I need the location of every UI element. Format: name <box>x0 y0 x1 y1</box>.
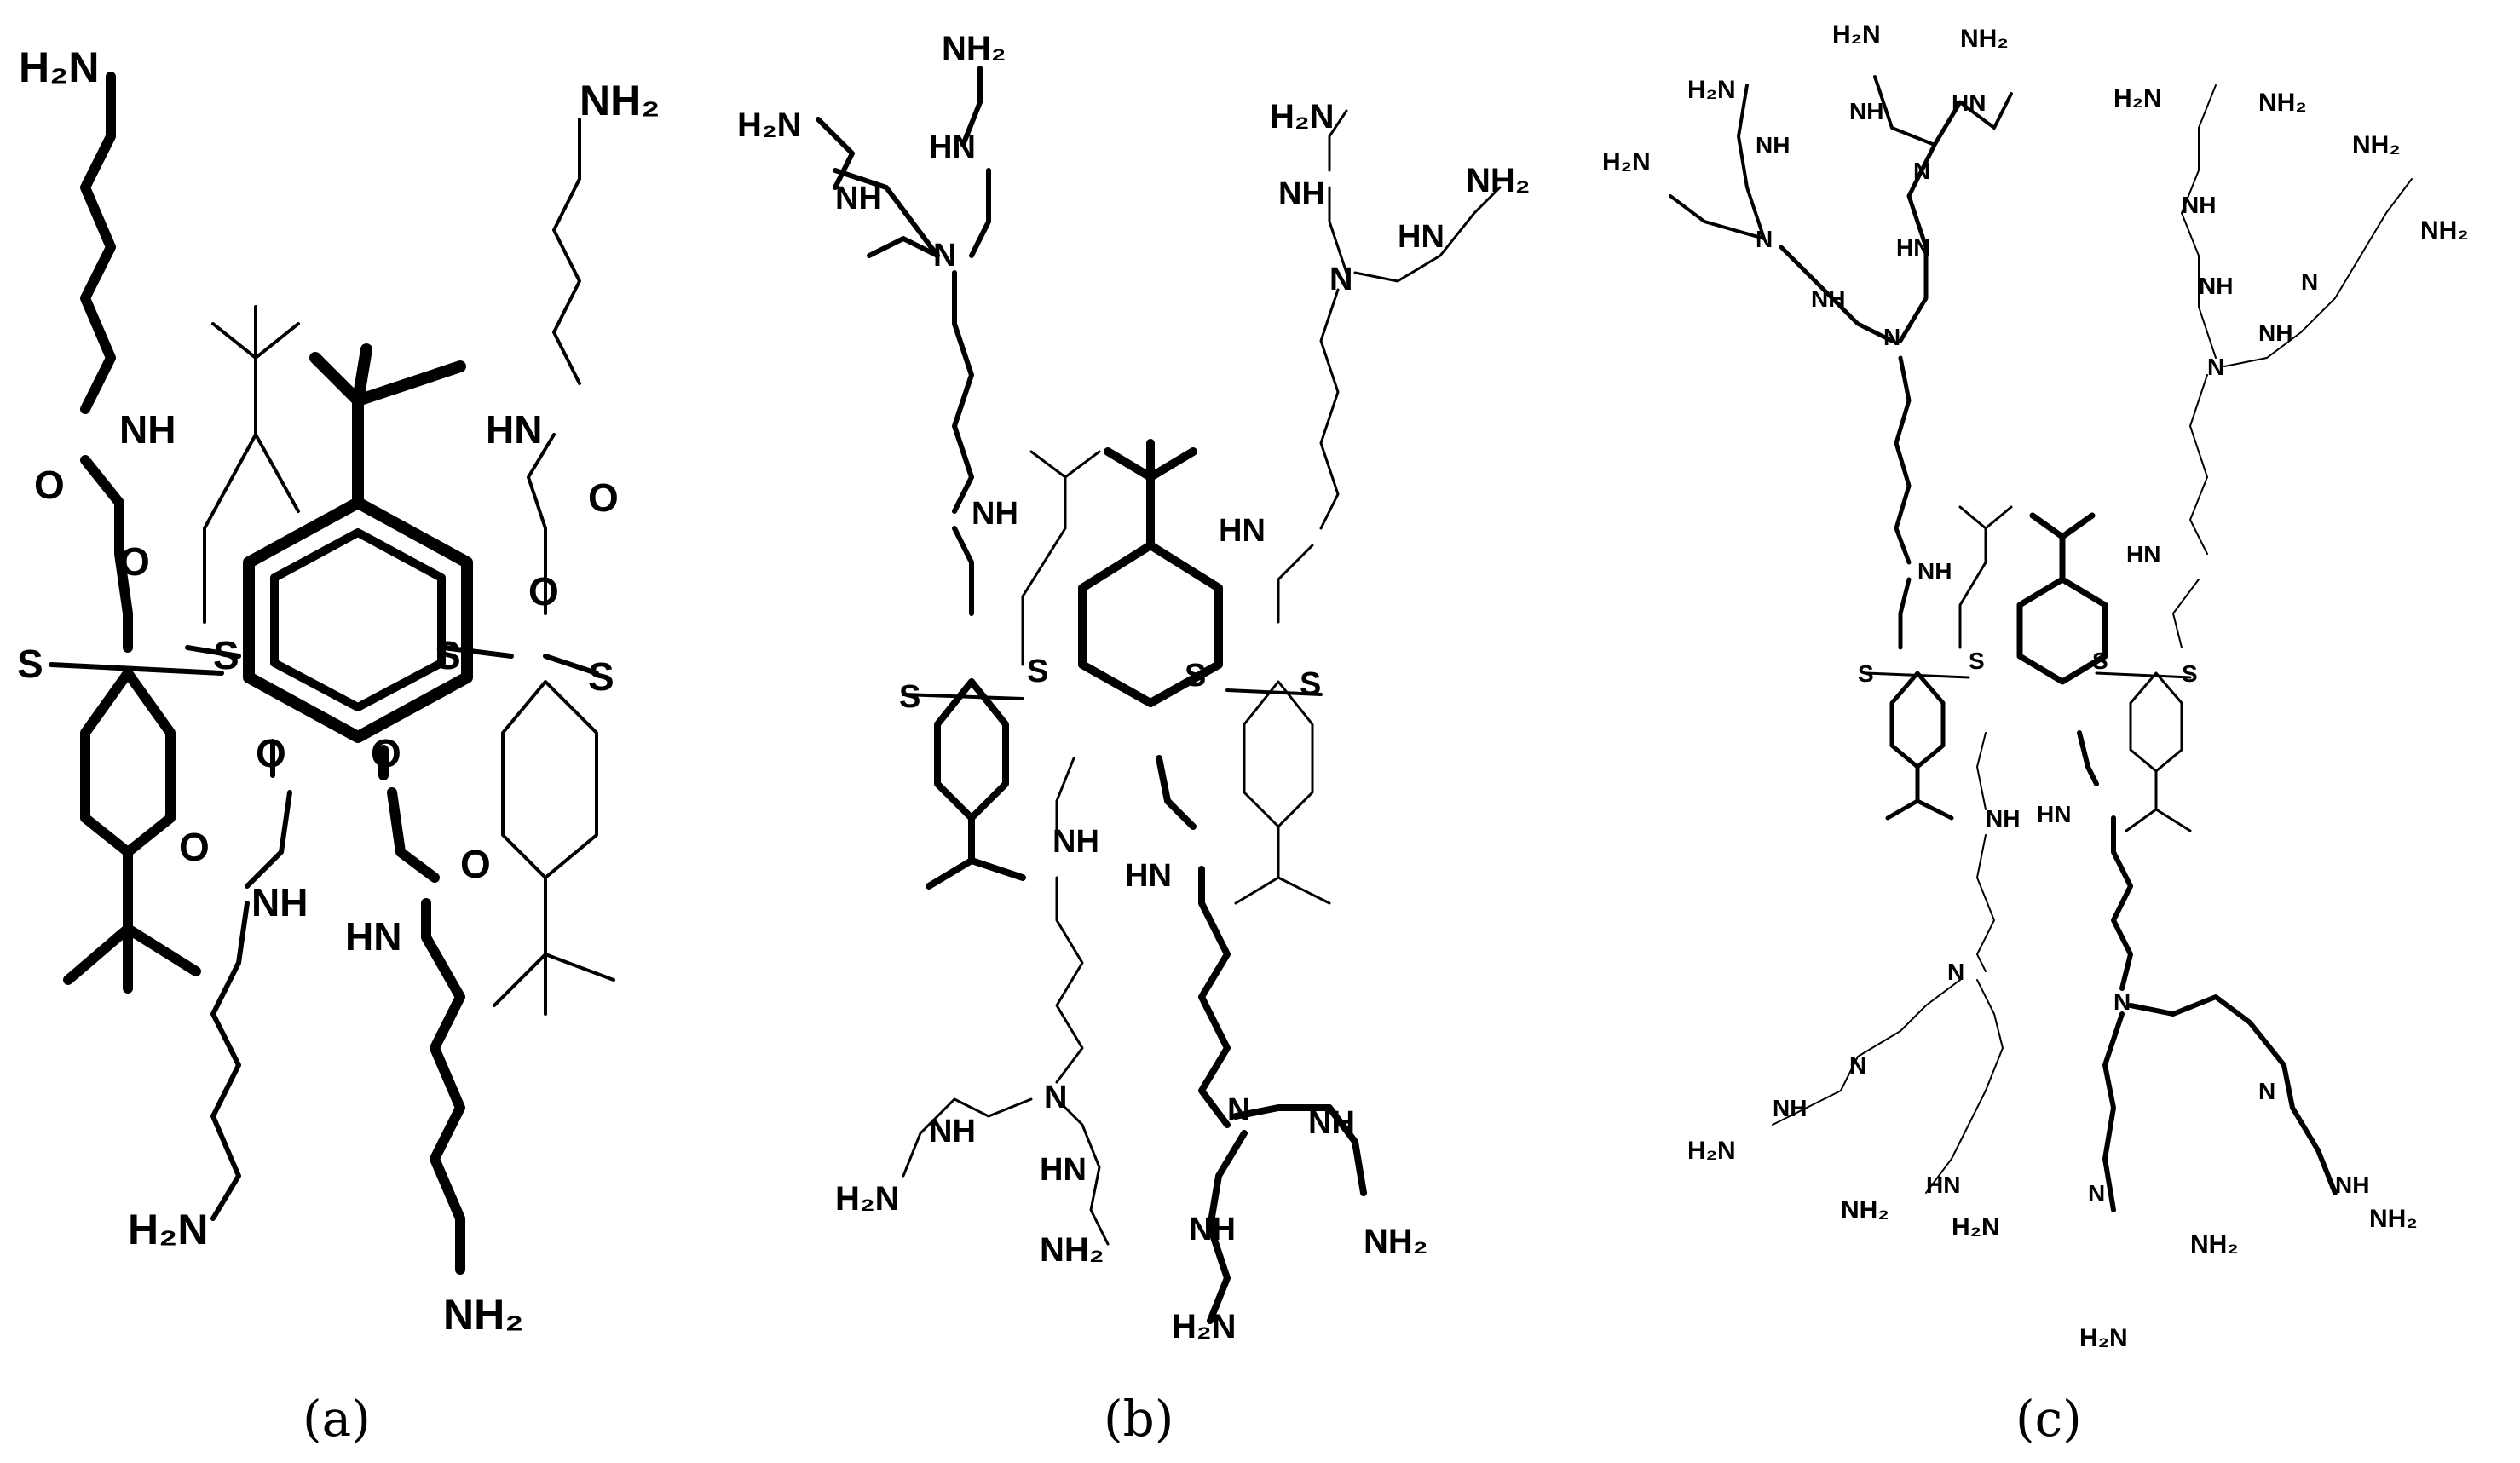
ether-o-a4: O <box>371 731 401 775</box>
amide-nh-b4: NH <box>1052 824 1099 860</box>
amine-c9: H₂N <box>1687 1137 1736 1165</box>
sulfur-b2: S <box>1027 654 1048 689</box>
panel-label-c: (c) <box>2015 1390 2082 1448</box>
amide-nh-b2: NH <box>1278 176 1325 212</box>
amide-hn-b2: HN <box>1398 219 1445 255</box>
amine-top-right: NH₂ <box>580 77 660 124</box>
tertiary-n-c9: N <box>2258 1078 2275 1104</box>
amide-nh-c5: NH <box>2199 273 2233 299</box>
amide-hn-b3: HN <box>1219 513 1266 549</box>
amine-b4: NH₂ <box>1466 162 1531 199</box>
amine-b6: NH₂ <box>1040 1231 1104 1269</box>
carbonyl-o-a2: O <box>588 475 619 520</box>
ether-o-a2: O <box>528 569 559 613</box>
tertiary-n-c3: N <box>1883 324 1900 350</box>
amine-c14: H₂N <box>2079 1324 2128 1352</box>
amine-bottom-left: H₂N <box>128 1206 208 1253</box>
tertiary-n-c6: N <box>1947 959 1964 985</box>
panel-label-b: (b) <box>1104 1390 1174 1448</box>
amide-nh-b5: NH <box>929 1114 976 1149</box>
amide-nh-a2: NH <box>251 880 308 924</box>
panel-c-structure: H₂N NH₂ H₂N H₂N H₂N NH₂ NH₂ NH₂ NH NH HN… <box>1602 20 2469 1448</box>
amine-c13: NH₂ <box>2369 1205 2418 1233</box>
tertiary-n-c2: N <box>1756 226 1773 252</box>
sulfur-a1: S <box>17 642 43 686</box>
tertiary-n-b2: N <box>1329 262 1352 297</box>
amine-c10: NH₂ <box>1841 1196 1889 1224</box>
amine-b2: H₂N <box>737 107 802 144</box>
amide-nh-c2: NH <box>1849 98 1883 124</box>
amide-nh-b6: NH <box>1308 1105 1355 1141</box>
amide-nh-c4: NH <box>2182 192 2216 218</box>
amide-hn-a2: HN <box>345 914 401 959</box>
amide-nh-b3: NH <box>972 496 1018 532</box>
amine-c6: NH₂ <box>2258 89 2307 117</box>
amide-nh-b1: NH <box>835 181 882 216</box>
sulfur-c3: S <box>2092 648 2108 674</box>
amine-bottom-right: NH₂ <box>443 1291 523 1339</box>
amide-hn-b4: HN <box>1125 858 1172 894</box>
panel-b-structure: NH₂ H₂N H₂N NH₂ HN NH NH HN N N NH HN S … <box>737 30 1531 1448</box>
tertiary-n-b1: N <box>933 238 956 274</box>
tertiary-n-b4: N <box>1227 1092 1250 1128</box>
tertiary-n-c8: N <box>1849 1052 1866 1079</box>
amine-b1: NH₂ <box>942 30 1006 67</box>
panel-a-structure: H₂N NH₂ NH HN O O O O S S S S O O O O NH… <box>17 43 660 1448</box>
amide-hn-b1: HN <box>929 130 976 165</box>
amide-hn-c3: HN <box>2126 541 2160 567</box>
carbonyl-o-a3: O <box>179 825 210 869</box>
amine-top-left: H₂N <box>19 43 99 91</box>
amide-hn-c5: HN <box>1926 1172 1960 1198</box>
amine-b7: NH₂ <box>1364 1223 1428 1260</box>
sulfur-a4: S <box>588 654 614 699</box>
amine-b3: H₂N <box>1270 98 1335 135</box>
amine-b5: H₂N <box>835 1180 900 1218</box>
tertiary-n-c10: N <box>2088 1180 2105 1207</box>
amide-hn-c4: HN <box>2037 801 2071 827</box>
sulfur-b4: S <box>1300 666 1321 702</box>
tertiary-n-c4: N <box>2301 268 2318 295</box>
ether-o-a3: O <box>256 731 286 775</box>
ether-o-a1: O <box>119 539 150 584</box>
amine-b8: H₂N <box>1172 1308 1237 1345</box>
amide-nh-b7: NH <box>1189 1212 1236 1247</box>
amide-hn-c1: HN <box>1952 89 1986 116</box>
carbonyl-o-a4: O <box>460 842 491 886</box>
amide-hn-c2: HN <box>1896 234 1930 261</box>
tertiary-n-b3: N <box>1044 1080 1067 1115</box>
amide-nh-c8: NH <box>1986 805 2020 832</box>
panel-label-a: (a) <box>303 1390 371 1448</box>
amine-c1: H₂N <box>1832 20 1881 49</box>
amine-c8: NH₂ <box>2420 216 2469 245</box>
sulfur-a3: S <box>435 633 461 677</box>
amine-c3: H₂N <box>1687 76 1736 104</box>
amine-c11: H₂N <box>1952 1213 2000 1241</box>
amine-c4: H₂N <box>1602 148 1651 176</box>
amine-c5: H₂N <box>2113 84 2162 112</box>
tertiary-n-c1: N <box>1913 158 1930 184</box>
tertiary-n-c5: N <box>2207 354 2224 380</box>
amine-c12: NH₂ <box>2190 1230 2239 1259</box>
tertiary-n-c7: N <box>2113 988 2131 1015</box>
amide-nh-c7: NH <box>1917 558 1952 585</box>
sulfur-c4: S <box>2182 660 2198 687</box>
amide-nh-c10: NH <box>2335 1172 2369 1198</box>
amine-c2: NH₂ <box>1960 25 2009 53</box>
sulfur-c1: S <box>1858 660 1874 687</box>
amide-hn-b5: HN <box>1040 1152 1087 1188</box>
amide-nh-c1: NH <box>1756 132 1790 158</box>
amide-nh-c3: NH <box>1811 285 1845 312</box>
sulfur-b3: S <box>1185 658 1206 694</box>
amide-hn-a1: HN <box>486 407 542 452</box>
amine-c7: NH₂ <box>2352 131 2401 159</box>
amide-nh-c9: NH <box>1773 1095 1807 1121</box>
amide-nh-c6: NH <box>2258 320 2292 346</box>
sulfur-c2: S <box>1969 648 1985 674</box>
amide-nh-a1: NH <box>119 407 176 452</box>
carbonyl-o-a1: O <box>34 463 65 507</box>
sulfur-b1: S <box>899 679 920 715</box>
sulfur-a2: S <box>213 633 239 677</box>
